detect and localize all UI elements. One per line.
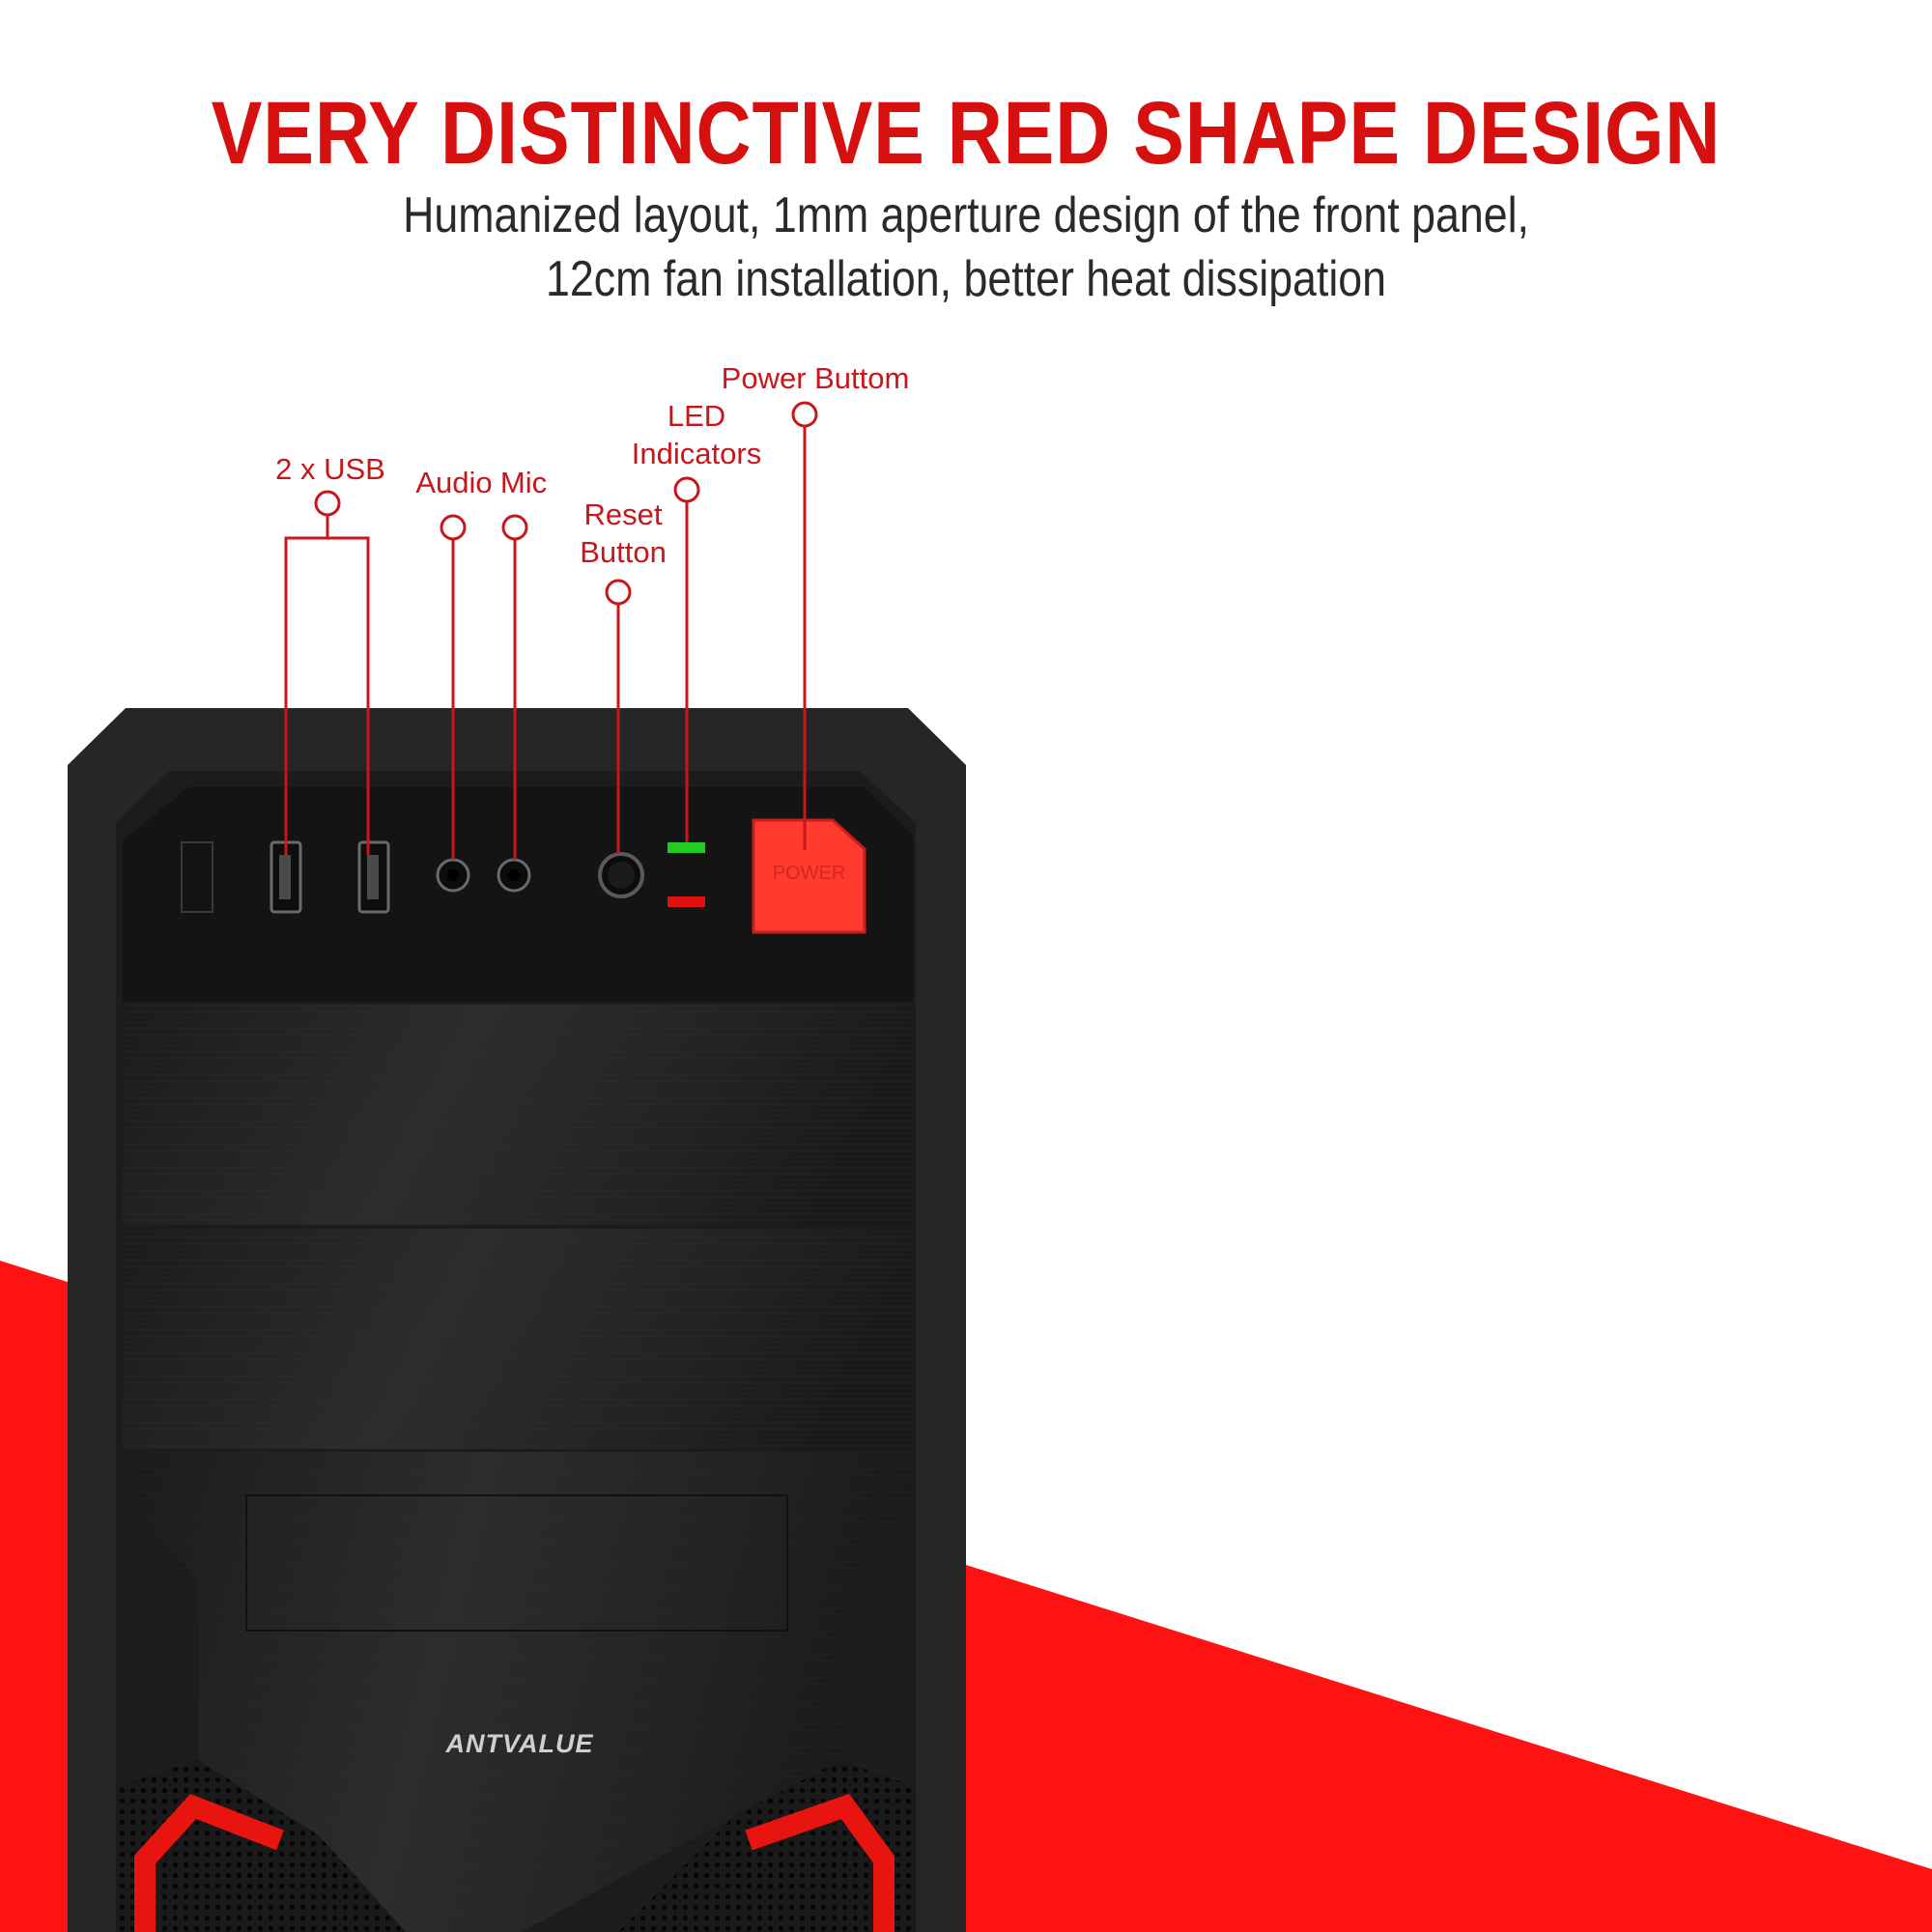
power-key-label: POWER (772, 863, 846, 884)
callout-led-indicators: LED Indicators (632, 397, 761, 472)
power-button (752, 818, 867, 934)
callout-usb: 2 x USB (275, 452, 385, 486)
left-red-accent (134, 1794, 284, 1932)
led-indicator-green (668, 842, 705, 853)
callout-reset-line-2: Button (580, 535, 667, 569)
subtitle-line-1: Humanized layout, 1mm aperture design of… (403, 187, 1529, 243)
io-panel (123, 787, 913, 1002)
callout-led-line-2: Indicators (631, 437, 762, 470)
brand-logo: ANTVALUE (445, 1729, 594, 1758)
expansion-slot-cover (245, 1494, 788, 1632)
callout-power-button: Power Buttom (721, 361, 910, 395)
callout-mic: Mic (499, 466, 548, 499)
usb-port-1 (270, 840, 302, 914)
subtitle-line-2: 12cm fan installation, better heat dissi… (545, 251, 1387, 307)
page-title: VERY DISTINCTIVE RED SHAPE DESIGN (211, 84, 1721, 183)
callout-led-line-1: LED (667, 399, 726, 433)
mic-jack (497, 858, 531, 893)
callout-reset-button: Reset Button (580, 496, 667, 571)
led-indicator-red (668, 896, 705, 907)
right-red-accent (745, 1793, 895, 1932)
usb-port-2 (357, 840, 390, 914)
reset-button (598, 852, 644, 898)
callout-audio: Audio (415, 466, 493, 499)
callout-reset-line-1: Reset (583, 497, 663, 531)
card-reader-slot (181, 841, 213, 913)
